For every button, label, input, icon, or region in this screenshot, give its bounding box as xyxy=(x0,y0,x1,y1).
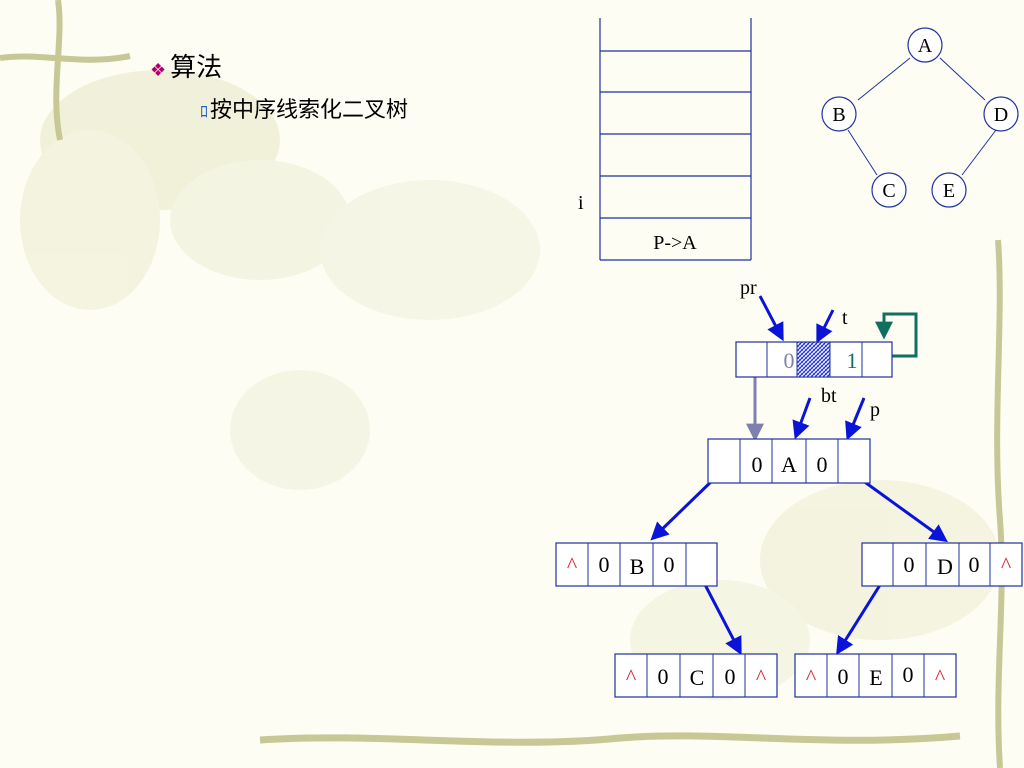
arrow-A-to-B xyxy=(650,475,718,541)
node-C-lchild-null: ^ xyxy=(626,664,637,689)
node-A: 0 A 0 xyxy=(707,438,871,484)
arrow-bt xyxy=(792,397,812,440)
node-B: ^ 0 B 0 xyxy=(555,542,718,587)
tree-node-D: D xyxy=(983,96,1019,132)
pointer-pr-label: pr xyxy=(740,277,757,299)
diamond-bullet-icon: ❖ xyxy=(150,60,167,80)
arrow-A-to-D xyxy=(854,473,948,543)
node-B-rtag: 0 xyxy=(664,552,675,577)
arrow-p xyxy=(845,397,866,441)
pointer-p-label: p xyxy=(870,399,880,421)
node-D-ltag: 0 xyxy=(904,552,915,577)
node-D: 0 D 0 ^ xyxy=(861,542,1023,587)
node-D-data: D xyxy=(937,554,953,579)
node-E: ^ 0 E 0 ^ xyxy=(794,653,957,698)
tree-node-A: A xyxy=(907,27,943,63)
node-C: ^ 0 C 0 ^ xyxy=(614,653,778,698)
tree-node-C: C xyxy=(871,172,907,208)
tree-node-E-label: E xyxy=(943,180,955,202)
head-node-rtag: 1 xyxy=(847,348,858,373)
swirl-bullet-icon: ﾛ xyxy=(200,104,209,121)
stack-bottom-label: P->A xyxy=(653,232,697,254)
node-C-data: C xyxy=(690,665,705,690)
node-B-ltag: 0 xyxy=(599,552,610,577)
tree-node-D-label: D xyxy=(994,104,1008,126)
node-D-rtag: 0 xyxy=(969,552,980,577)
node-C-ltag: 0 xyxy=(658,664,669,689)
head-node-data-cell xyxy=(796,341,831,378)
tree-node-C-label: C xyxy=(882,180,895,202)
arrow-pr xyxy=(758,295,784,342)
node-A-ltag: 0 xyxy=(752,452,763,477)
node-E-rtag: 0 xyxy=(903,662,914,687)
node-A-data: A xyxy=(781,452,797,477)
head-node: 0 1 xyxy=(735,341,893,378)
arrow-head-self-thread xyxy=(875,312,918,358)
node-B-lchild-null: ^ xyxy=(567,552,578,577)
stack xyxy=(599,18,752,261)
tree-edges xyxy=(847,57,997,176)
node-C-rtag: 0 xyxy=(725,664,736,689)
tree-node-E: E xyxy=(931,172,967,208)
pointer-arrows xyxy=(650,295,948,656)
arrow-t xyxy=(816,309,835,344)
tree-node-A-label: A xyxy=(918,35,933,57)
node-C-rchild-null: ^ xyxy=(756,664,767,689)
tree-node-B: B xyxy=(821,96,857,132)
node-E-ltag: 0 xyxy=(838,664,849,689)
pointer-bt-label: bt xyxy=(821,385,837,407)
bullet-algorithm: ❖算法 xyxy=(150,47,222,84)
node-E-lchild-null: ^ xyxy=(806,664,817,689)
bullet-inorder-threading: ﾛ按中序线索化二叉树 xyxy=(200,92,408,124)
node-E-data: E xyxy=(869,665,882,690)
arrow-D-to-E xyxy=(836,576,887,656)
node-A-rtag: 0 xyxy=(817,452,828,477)
pointer-t-label: t xyxy=(842,307,848,329)
bullet-inorder-threading-text: 按中序线索化二叉树 xyxy=(210,97,409,122)
bullet-algorithm-text: 算法 xyxy=(170,53,223,82)
node-D-rchild-null: ^ xyxy=(1001,552,1012,577)
stack-index-label: i xyxy=(578,192,584,214)
tree-node-B-label: B xyxy=(832,104,845,126)
node-E-rchild-null: ^ xyxy=(935,664,946,689)
arrow-B-to-C xyxy=(698,574,742,656)
head-node-ltag: 0 xyxy=(784,348,795,373)
node-B-data: B xyxy=(630,554,645,579)
